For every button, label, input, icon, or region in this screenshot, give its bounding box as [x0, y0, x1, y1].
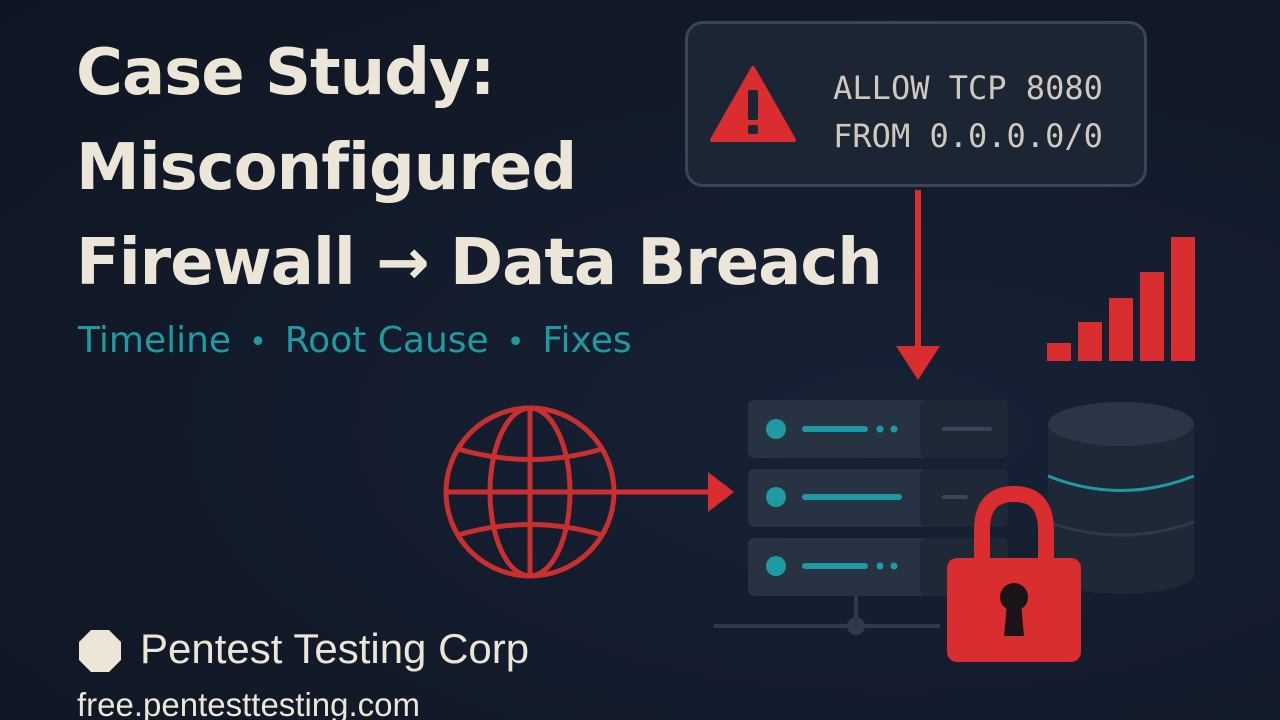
topic-timeline: Timeline — [78, 320, 232, 361]
rule-line-1: ALLOW TCP 8080 — [833, 69, 1103, 107]
database-icon — [1047, 402, 1195, 594]
topic-separator: • — [506, 325, 525, 360]
rule-line-2: FROM 0.0.0.0/0 — [833, 117, 1103, 155]
padlock-icon — [947, 485, 1081, 662]
title-line-3: Firewall → Data Breach — [76, 226, 883, 300]
right-arrow-icon — [614, 472, 734, 512]
octagon-logo-icon — [79, 630, 121, 672]
brand-name: Pentest Testing Corp — [140, 625, 530, 672]
title-line-2: Misconfigured — [76, 131, 577, 205]
globe-icon — [443, 405, 617, 579]
topic-root-cause: Root Cause — [284, 320, 489, 361]
title-line-1: Case Study: — [76, 36, 495, 110]
topic-fixes: Fixes — [542, 320, 632, 361]
page-title: Case Study: Misconfigured Firewall → Dat… — [76, 26, 883, 311]
firewall-rule-alert: ALLOW TCP 8080 FROM 0.0.0.0/0 — [685, 21, 1147, 187]
topic-separator: • — [249, 325, 267, 360]
bar-chart-icon — [1047, 237, 1195, 361]
firewall-rule-text: ALLOW TCP 8080 FROM 0.0.0.0/0 — [798, 64, 1138, 160]
down-arrow-icon — [896, 190, 940, 380]
warning-triangle-icon — [710, 66, 796, 142]
server-rack-icon — [714, 400, 1008, 635]
subtitle-topics: Timeline • Root Cause • Fixes — [78, 316, 632, 368]
website-url[interactable]: free.pentesttesting.com — [77, 686, 421, 720]
